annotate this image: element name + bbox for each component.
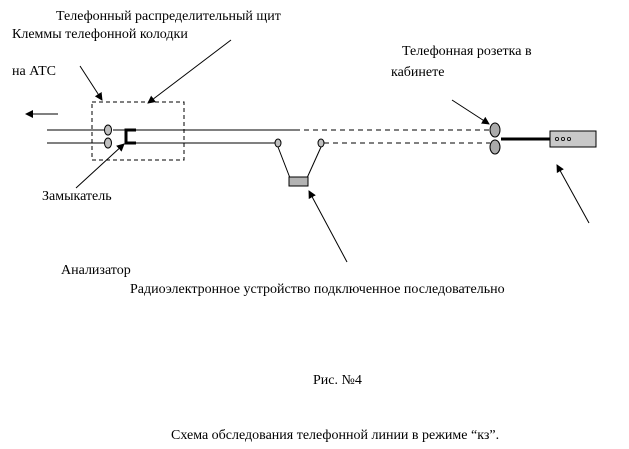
pointer-socket	[451, 99, 490, 125]
label-socket-line2: кабинете	[391, 65, 445, 80]
label-shorting-device: Замыкатель	[42, 189, 112, 204]
figure-number: Рис. №4	[313, 373, 362, 388]
analyzer-box	[549, 130, 597, 148]
pointer-shorting-device	[75, 143, 125, 189]
pointer-terminals	[79, 65, 103, 101]
analyzer-indicator-1	[555, 136, 560, 141]
terminal-bottom	[104, 137, 112, 149]
figure-caption: Схема обследования телефонной линии в ре…	[171, 428, 500, 443]
socket-contact-bottom	[489, 139, 501, 155]
label-analyzer: Анализатор	[61, 263, 131, 278]
label-to-ats: на АТС	[12, 64, 56, 79]
analyzer-indicator-2	[561, 136, 566, 141]
label-socket-line1: Телефонная розетка в	[402, 44, 532, 59]
shorting-device-jumper	[124, 128, 136, 145]
pointer-radio-device	[308, 190, 348, 263]
pointer-analyzer	[556, 164, 590, 224]
label-distribution-board: Телефонный распределительный щит	[56, 9, 281, 24]
label-radio-device: Радиоэлектронное устройство подключенное…	[130, 282, 505, 297]
radio-device-box	[288, 176, 309, 187]
pointer-board	[147, 39, 232, 104]
distribution-board-box	[91, 101, 185, 161]
device-lead-right	[306, 146, 322, 179]
terminal-top	[104, 124, 112, 136]
device-lead-left	[277, 146, 291, 179]
device-node-left	[274, 138, 282, 148]
analyzer-indicator-3	[567, 136, 572, 141]
label-block-terminals: Клеммы телефонной колодки	[12, 27, 188, 42]
device-node-right	[317, 138, 325, 148]
socket-contact-top	[489, 122, 501, 138]
